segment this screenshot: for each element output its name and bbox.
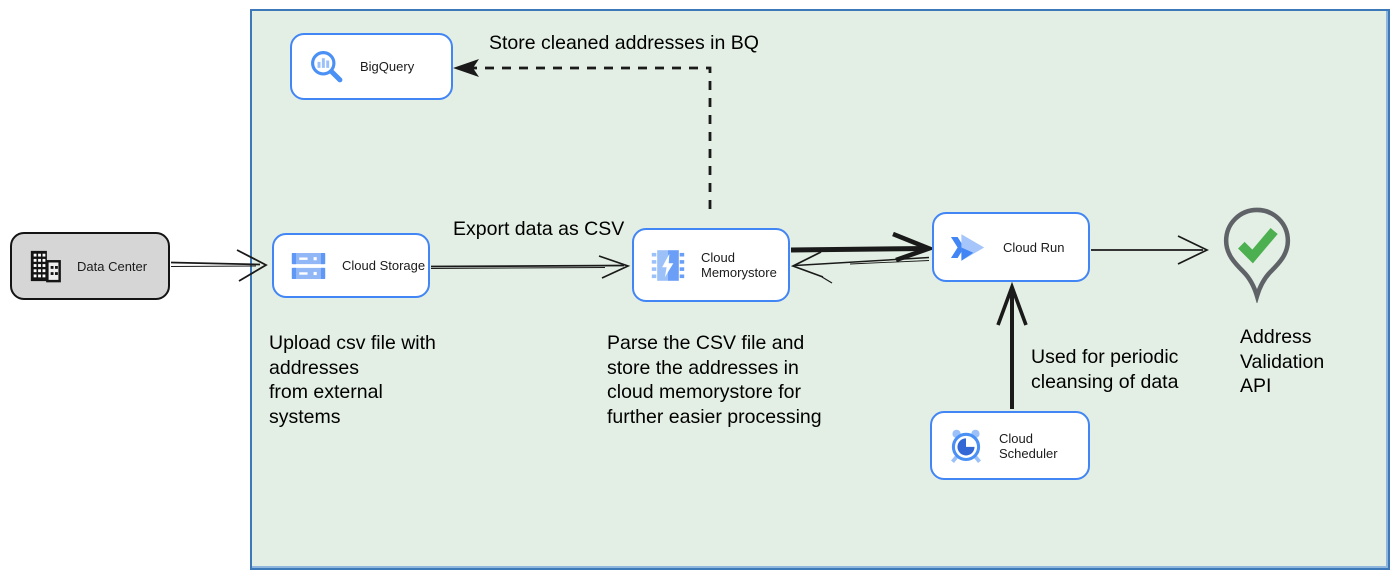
note-parse-csv: Parse the CSV file and store the address…	[607, 332, 822, 428]
bigquery-icon	[311, 51, 343, 83]
note-periodic-cleansing: Used for periodic cleansing of data	[1031, 346, 1179, 393]
node-cloud-run: Cloud Run	[932, 212, 1090, 282]
node-label: Cloud Memorystore	[701, 250, 777, 280]
node-cloud-storage: Cloud Storage	[272, 233, 430, 298]
building-icon	[30, 250, 61, 283]
memorystore-chip-icon	[651, 249, 685, 281]
cloud-storage-icon	[291, 252, 326, 279]
node-cloud-scheduler: Cloud Scheduler	[930, 411, 1090, 480]
note-export-csv: Export data as CSV	[453, 218, 625, 240]
note-upload-csv: Upload csv file with addresses from exte…	[269, 332, 436, 428]
node-cloud-memorystore: Cloud Memorystore	[632, 228, 790, 302]
note-store-cleaned: Store cleaned addresses in BQ	[489, 32, 759, 54]
node-label: Cloud Run	[1003, 239, 1065, 255]
location-pin-check-icon	[1223, 207, 1291, 305]
node-label: Cloud Scheduler	[999, 430, 1058, 461]
node-bigquery: BigQuery	[290, 33, 453, 100]
cloud-run-icon	[950, 233, 985, 261]
label-address-validation-api: Address Validation API	[1240, 326, 1325, 397]
scheduler-clock-icon	[951, 429, 981, 463]
node-data-center: Data Center	[10, 232, 170, 300]
address-validation-pin	[1222, 207, 1292, 305]
gcp-boundary-box	[250, 9, 1390, 570]
node-label: Cloud Storage	[342, 258, 426, 273]
node-label: Data Center	[77, 258, 148, 274]
node-label: BigQuery	[360, 59, 415, 74]
